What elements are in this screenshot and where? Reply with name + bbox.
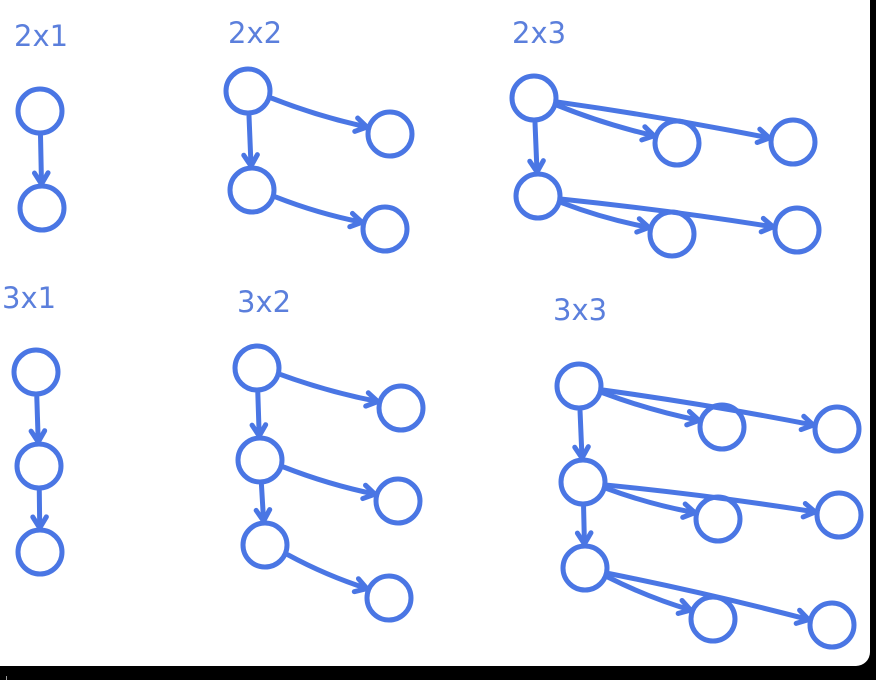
drawing-canvas: 2x1 2x2 2x3 3x1 3x2 3x3 — [0, 0, 870, 666]
diagram-label: 2x1 — [14, 19, 68, 53]
right-arrow-r1-c2-line — [269, 95, 370, 130]
down-arrow-r1-line — [255, 390, 262, 439]
node-r2-c1 — [235, 435, 285, 485]
node-r1-c2 — [652, 118, 702, 168]
right-arrow-r2-c2-line — [281, 464, 378, 497]
right-arrow-r1-c2-line — [600, 390, 702, 423]
right-arrow-r1-c2-line — [555, 103, 657, 139]
diagram-3x2: 3x2 — [232, 285, 426, 623]
node-r1-c2 — [365, 109, 415, 159]
node-r2-c2 — [360, 204, 410, 254]
node-r2-c1 — [17, 183, 67, 233]
down-arrow-r1-line — [34, 394, 41, 445]
node-r2-c1 — [227, 165, 277, 215]
node-r2-c1 — [513, 171, 563, 221]
node-r1-c2 — [376, 383, 426, 433]
node-r3-c2 — [364, 573, 414, 623]
cursor-mark — [6, 676, 7, 680]
down-arrow-r1-line — [577, 408, 585, 461]
grid-diagrams: 2x1 2x2 2x3 3x1 3x2 3x3 — [2, 16, 864, 650]
down-arrow-r1-line — [532, 120, 540, 175]
diagram-2x1: 2x1 — [14, 19, 68, 233]
node-r3-c1 — [560, 543, 610, 593]
diagram-label: 3x3 — [553, 293, 607, 327]
node-r3-c3 — [807, 600, 857, 650]
right-arrow-r2-c2-line — [273, 194, 365, 225]
right-arrow-r1-c3-line — [601, 387, 816, 428]
diagram-3x3: 3x3 — [553, 293, 864, 650]
down-arrow-r1-line — [246, 113, 254, 169]
diagram-3x1: 3x1 — [2, 281, 65, 577]
right-arrow-r1-c3-line — [556, 99, 772, 141]
node-r1-c1 — [554, 361, 604, 411]
diagram-2x3: 2x3 — [509, 16, 822, 259]
right-arrow-r2-c2-line — [559, 200, 652, 230]
node-r2-c2 — [373, 476, 423, 526]
node-r1-c1 — [509, 73, 559, 123]
right-arrow-r1-c2-line — [278, 372, 381, 405]
node-r2-c1 — [14, 441, 64, 491]
diagram-label: 3x2 — [237, 285, 291, 319]
right-arrow-r3-c2-line — [605, 574, 694, 613]
node-r3-c1 — [240, 520, 290, 570]
right-arrow-r2-c2-line — [604, 486, 698, 516]
node-r1-c3 — [768, 117, 818, 167]
down-arrow-r1-line — [38, 133, 45, 187]
node-r1-c2 — [697, 402, 747, 452]
bottom-bar — [0, 666, 876, 680]
node-r1-c1 — [11, 347, 61, 397]
node-r2-c2 — [647, 209, 697, 259]
node-r3-c1 — [15, 527, 65, 577]
node-r2-c2 — [693, 494, 743, 544]
node-r1-c1 — [232, 343, 282, 393]
diagram-label: 2x2 — [228, 16, 282, 50]
node-r3-c2 — [688, 594, 738, 644]
node-r1-c1 — [223, 66, 273, 116]
right-arrow-r3-c2-line — [285, 552, 370, 592]
node-r2-c3 — [772, 205, 822, 255]
diagram-label: 3x1 — [2, 281, 56, 315]
node-r2-c1 — [558, 457, 608, 507]
node-r1-c1 — [15, 86, 65, 136]
diagram-label: 2x3 — [512, 16, 566, 50]
diagram-2x2: 2x2 — [223, 16, 415, 254]
node-r1-c3 — [812, 404, 862, 454]
node-r2-c3 — [814, 490, 864, 540]
